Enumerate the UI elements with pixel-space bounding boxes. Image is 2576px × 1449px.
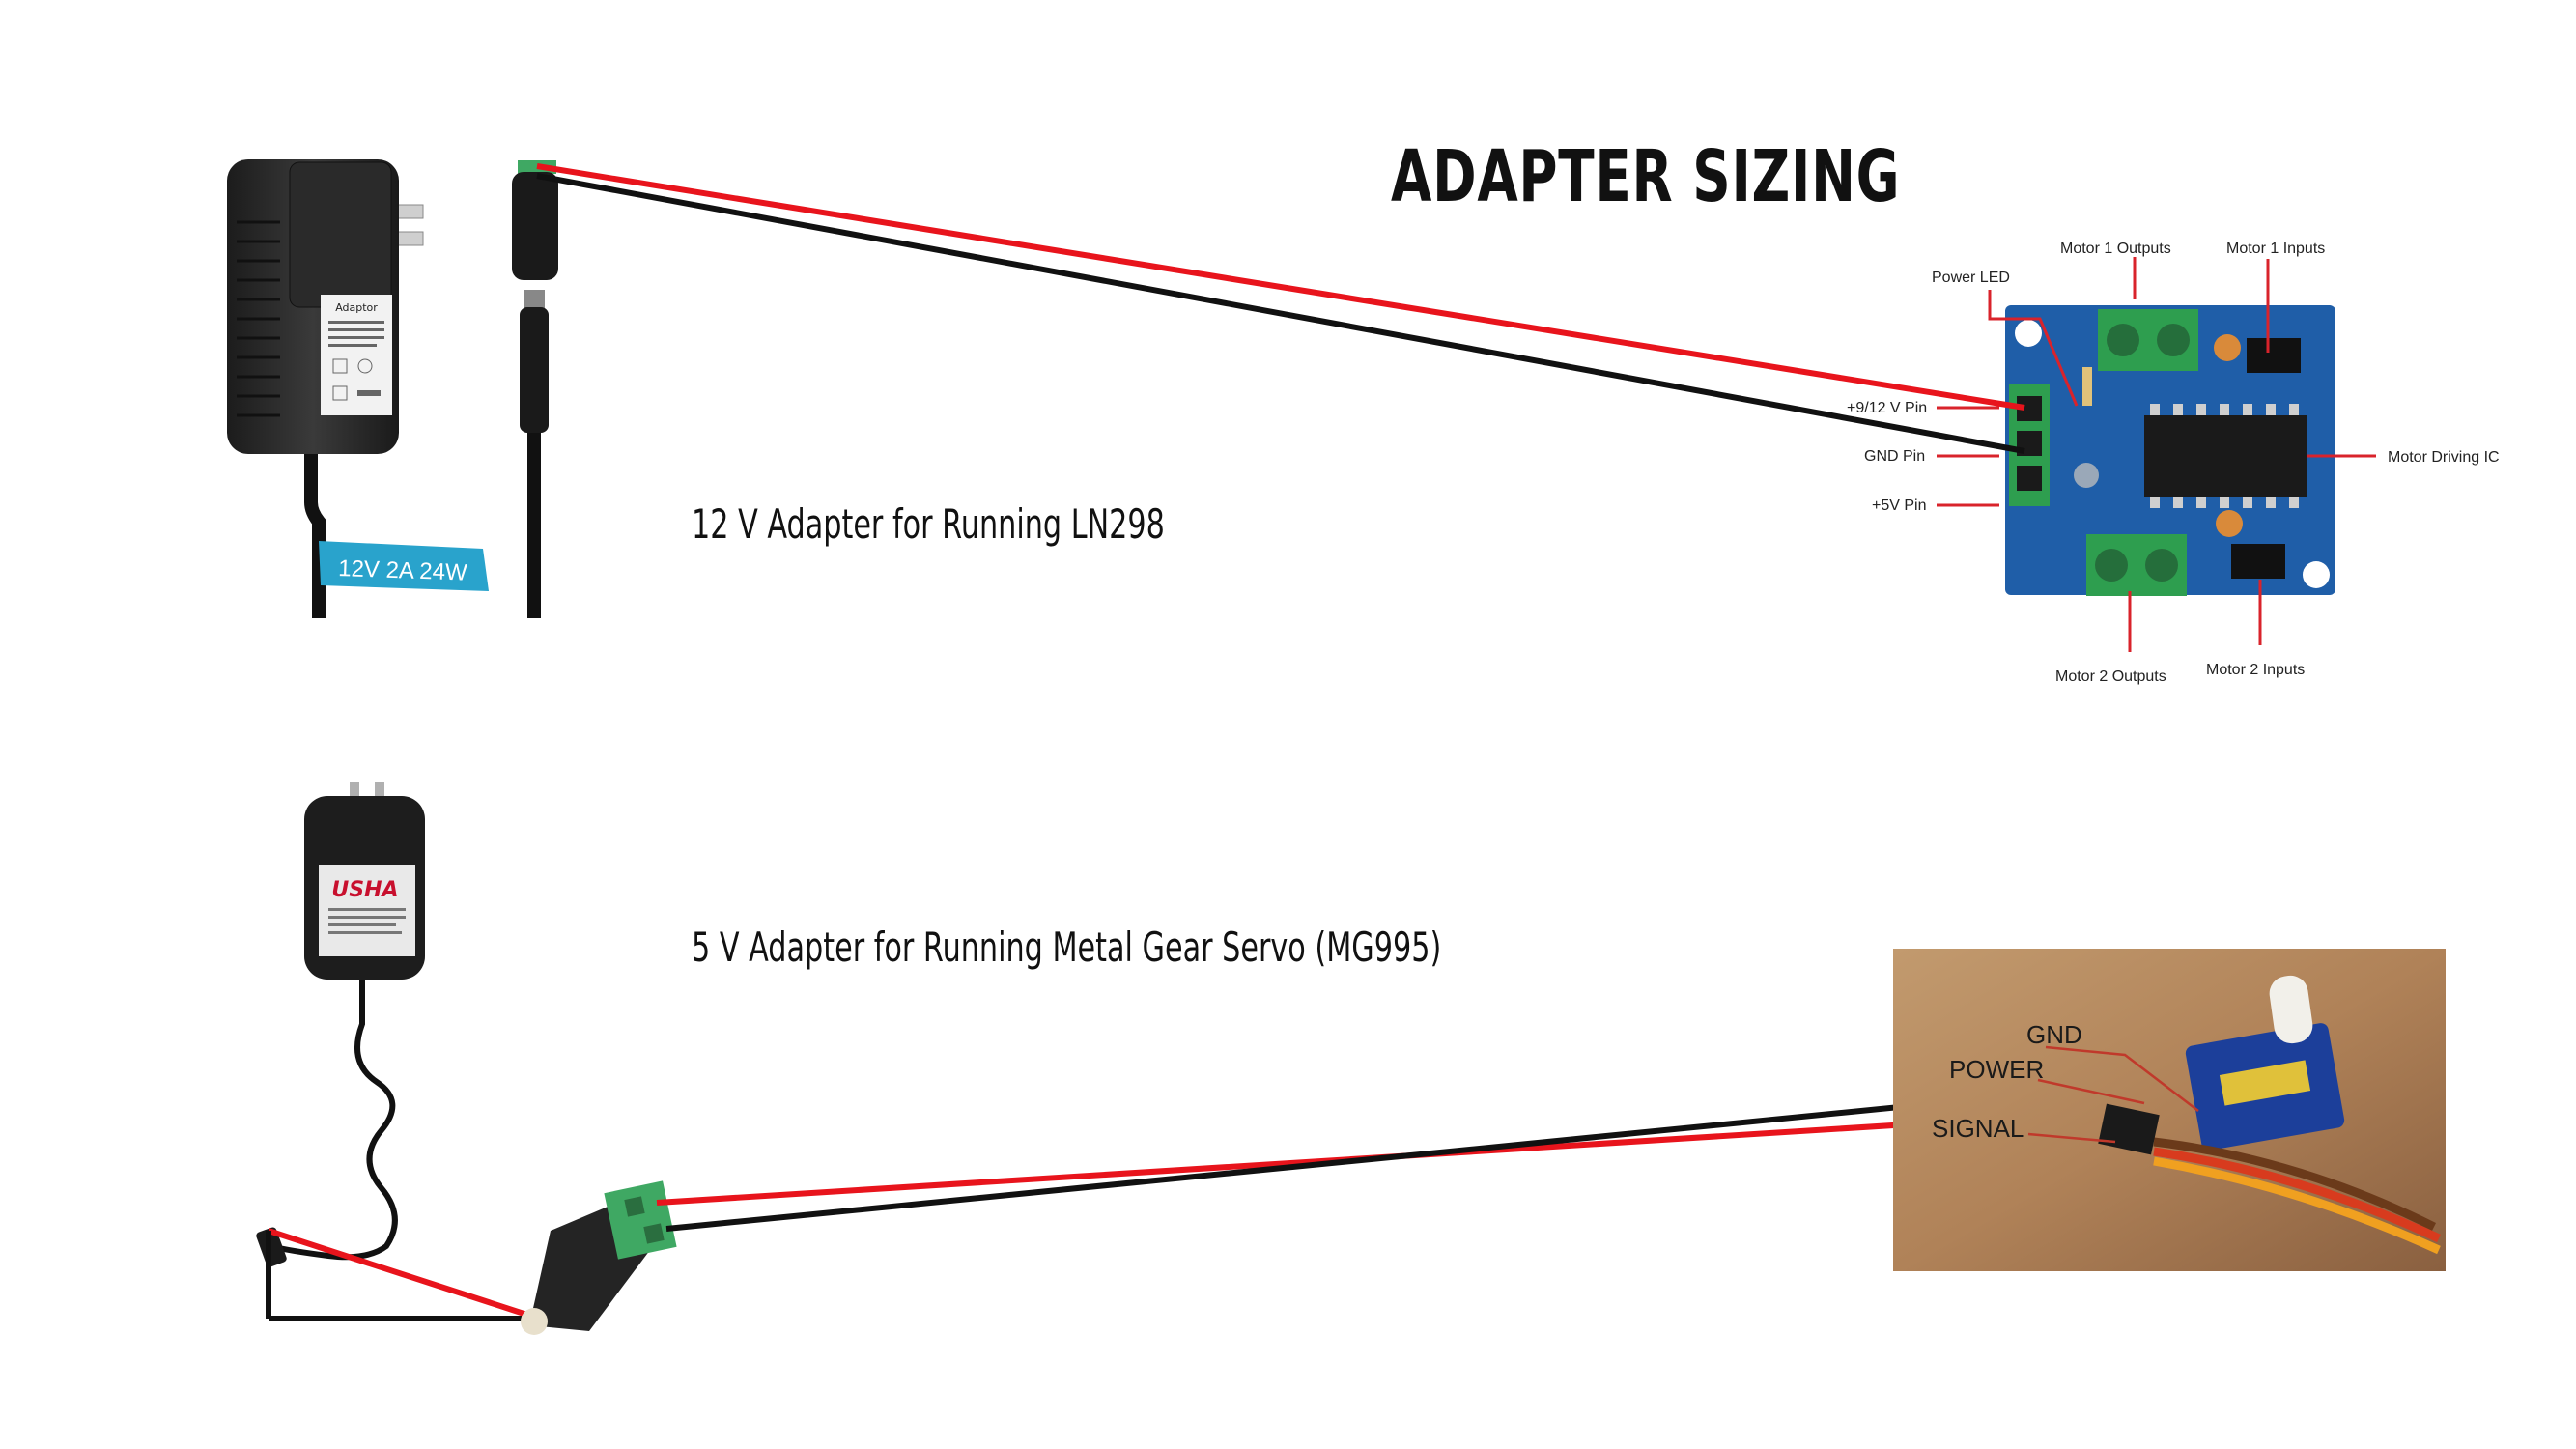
servo-label xyxy=(2219,1060,2311,1106)
adapter-5v-cord xyxy=(269,980,398,1261)
adapter-5v-label-lines xyxy=(328,908,406,934)
caption-5v-adapter: 5 V Adapter for Running Metal Gear Servo… xyxy=(692,923,1442,971)
wire-12v-positive xyxy=(536,163,2025,411)
caption-12v-adapter: 12 V Adapter for Running LN298 xyxy=(692,500,1165,548)
header-motor1-inputs xyxy=(2247,338,2301,373)
l298-callout-labels: Motor 1 Outputs Motor 1 Inputs Power LED… xyxy=(1847,241,2500,685)
l298-callout-arrows xyxy=(1937,257,2376,652)
capacitor xyxy=(2216,510,2243,537)
adapter-12v-label-text: Adaptor xyxy=(335,301,378,314)
servo-wire-red xyxy=(2153,1147,2441,1243)
dc-jack-5v-socket xyxy=(521,1308,548,1335)
wire-5v-ground xyxy=(665,1082,2126,1232)
resistor xyxy=(2082,367,2092,406)
mount-hole xyxy=(2015,320,2042,347)
servo-wire-brown xyxy=(2153,1137,2437,1232)
servo-label-gnd: GND xyxy=(2026,1020,2082,1049)
adapter-12v-cord xyxy=(304,454,326,618)
servo-wire-labels: GND POWER SIGNAL xyxy=(1932,1020,2082,1143)
servo-horn xyxy=(2269,975,2313,1044)
adapter-12v-rating-tag: 12V 2A 24W xyxy=(319,541,489,591)
wire-5v-plug-positive xyxy=(268,1228,540,1321)
terminal-motor1 xyxy=(2098,309,2198,371)
header-motor2-inputs xyxy=(2231,544,2285,579)
callout-motor2-inputs: Motor 2 Inputs xyxy=(2206,662,2305,678)
callout-9-12v-pin: +9/12 V Pin xyxy=(1847,400,1927,416)
dc-plug-body xyxy=(520,307,549,433)
adapter-5v-brand: USHA xyxy=(331,878,398,902)
mount-hole xyxy=(2303,561,2330,588)
spec-label-lines xyxy=(328,321,384,401)
callout-motor1-inputs: Motor 1 Inputs xyxy=(2226,241,2325,257)
rating-tag-text: 12V 2A 24W xyxy=(338,555,468,586)
page-title: ADAPTER SIZING xyxy=(1391,135,1901,218)
callout-gnd-pin: GND Pin xyxy=(1864,448,1925,465)
capacitor xyxy=(2214,334,2241,361)
callout-motor1-outputs: Motor 1 Outputs xyxy=(2060,241,2171,257)
servo-label-leaders xyxy=(2027,1045,2199,1144)
servo-photo: GND POWER SIGNAL xyxy=(1893,949,2446,1271)
callout-5v-pin: +5V Pin xyxy=(1872,497,1926,514)
wire-12v-ground xyxy=(536,173,2025,454)
servo-label-power: POWER xyxy=(1949,1055,2044,1084)
callout-power-led: Power LED xyxy=(1932,270,2010,286)
callout-motor-driving-ic: Motor Driving IC xyxy=(2388,449,2500,466)
grip-ridges xyxy=(237,220,280,417)
dc-jack-socket xyxy=(512,172,558,280)
adapter-12v-plug-face xyxy=(289,161,392,308)
power-led xyxy=(2074,463,2099,488)
l298-ic xyxy=(2144,404,2307,508)
adapter-5v-photo: USHA xyxy=(256,782,425,1267)
servo-wire-orange xyxy=(2153,1156,2441,1255)
terminal-power xyxy=(2009,384,2050,506)
dc-plug-tip xyxy=(524,290,545,309)
l298-module xyxy=(2005,305,2335,596)
adapter-12v-photo: Adaptor 12V 2A 24W xyxy=(227,159,489,618)
dc-jack-12v xyxy=(512,160,558,618)
servo-label-signal: SIGNAL xyxy=(1932,1114,2024,1143)
callout-motor2-outputs: Motor 2 Outputs xyxy=(2055,668,2166,685)
terminal-motor2 xyxy=(2086,534,2187,596)
dc-jack-5v xyxy=(521,1180,677,1335)
